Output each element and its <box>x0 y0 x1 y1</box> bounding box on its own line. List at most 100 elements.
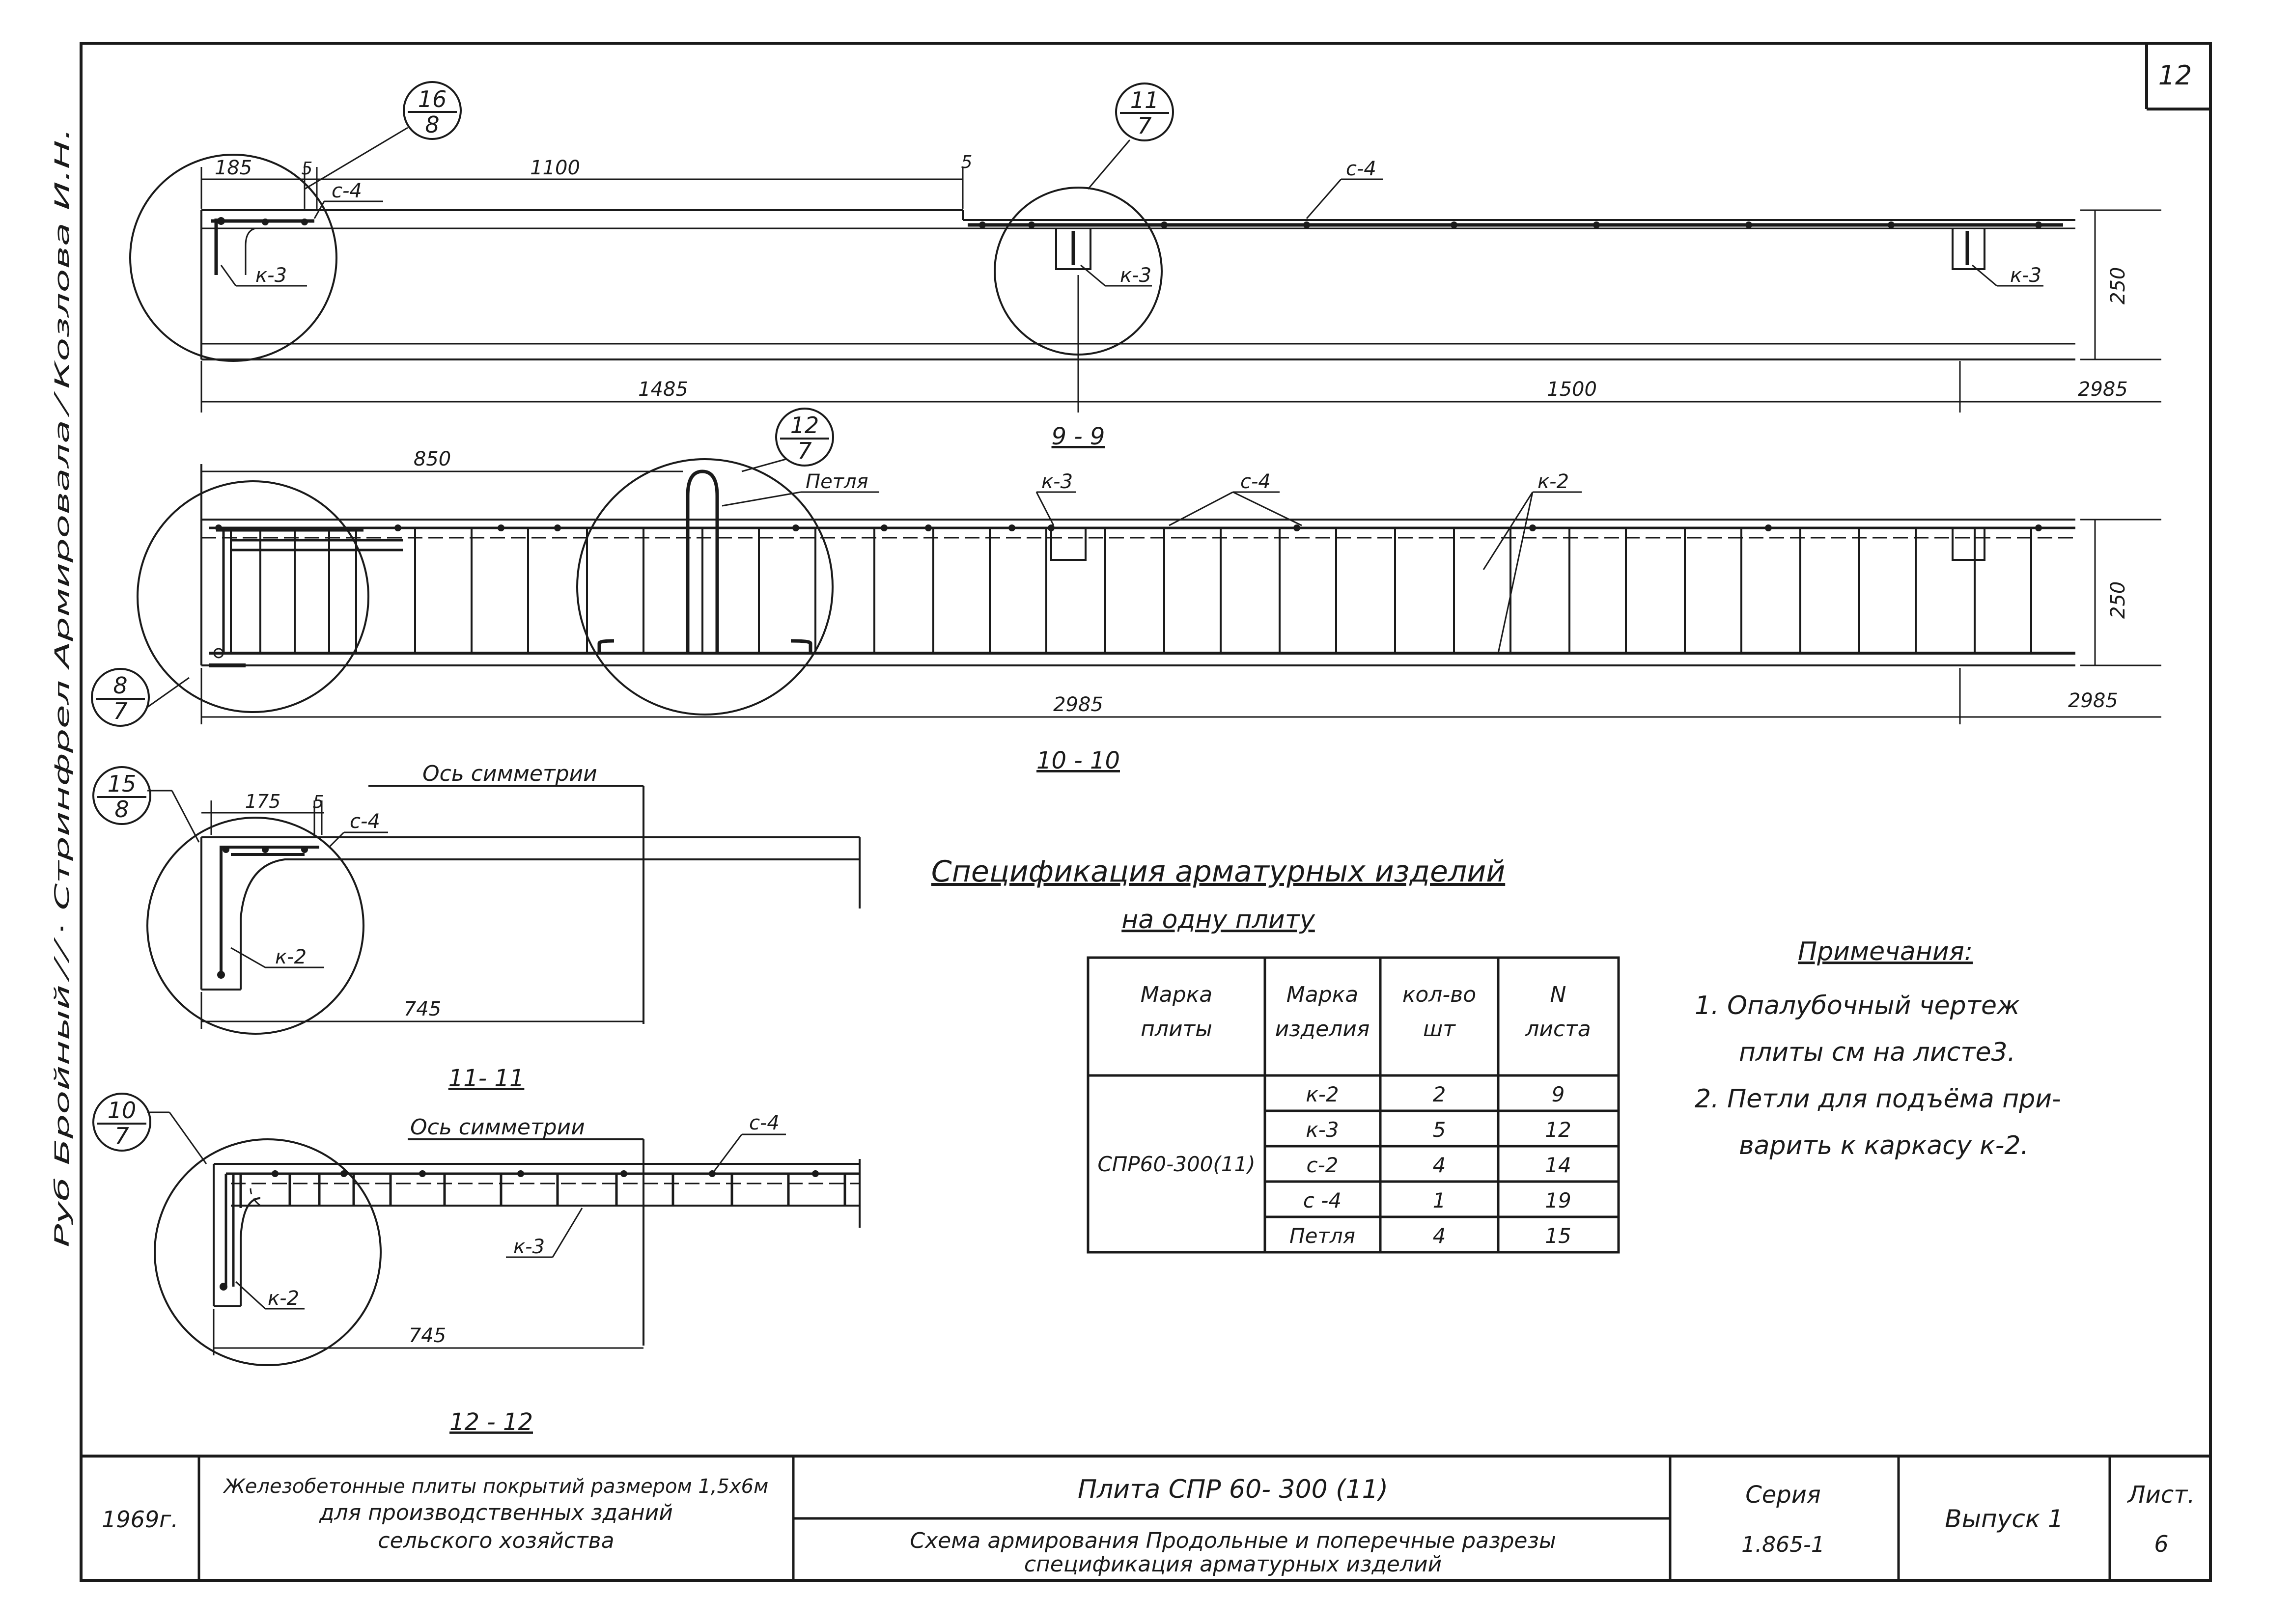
dim-745-b: 745 <box>409 1324 446 1347</box>
spec-head-slab-2: плиты <box>1141 1017 1212 1042</box>
label-k3-right-9-9: к-3 <box>2010 264 2041 287</box>
side-stamp: Руб Бройный ⁄ ⁄ ⋅ Стринфрел Армировала ⁄… <box>51 128 74 1247</box>
spec-item: с -4 <box>1303 1188 1342 1212</box>
leaders-10-10 <box>722 491 1582 654</box>
callout-16-8: 16 8 <box>304 81 462 190</box>
section-label-10-10: 10 - 10 <box>1036 747 1120 774</box>
dim-745-a: 745 <box>404 998 441 1020</box>
dim-850: 850 <box>414 448 451 470</box>
spec-head-item-1: Марка <box>1286 982 1358 1007</box>
dim-250-b: 250 <box>2107 581 2129 619</box>
dim-250-a: 250 <box>2107 267 2129 304</box>
label-c4-left-9-9: с-4 <box>332 180 362 202</box>
specification-block: Спецификация арматурных изделий на одну … <box>931 854 1620 1254</box>
spec-head-slab-1: Марка <box>1141 982 1212 1007</box>
label-c4-12-12: с-4 <box>749 1112 780 1134</box>
dim-1485: 1485 <box>638 378 688 401</box>
axis-label-11-11: Ось симметрии <box>422 761 597 786</box>
section-9-9: 16 8 11 7 185 5 1100 5 1485 <box>129 81 2161 450</box>
spec-sheet: 12 <box>1545 1118 1571 1142</box>
label-petlya: Петля <box>806 470 868 493</box>
spec-head-qty-2: шт <box>1423 1017 1456 1042</box>
spec-table-row: к-3 5 12 <box>1306 1118 1571 1142</box>
spec-subtitle: на одну плиту <box>1121 905 1315 935</box>
callout-11-7-bottom: 7 <box>1137 112 1151 139</box>
tb-issue: Выпуск 1 <box>1945 1505 2063 1533</box>
section-10-10: 12 7 8 7 850 2985 2985 250 <box>91 408 2161 774</box>
leaders-9-9 <box>220 178 2043 287</box>
detail-circle-11-11 <box>146 817 364 1035</box>
dim-2985-c: 2985 <box>2068 689 2118 712</box>
spec-title: Спецификация арматурных изделий <box>931 854 1505 889</box>
label-k3-10-10: к-3 <box>1041 470 1073 493</box>
callout-10-7-bottom: 7 <box>114 1123 129 1149</box>
callout-8-7: 8 7 <box>91 668 190 727</box>
dim-185: 185 <box>215 157 252 179</box>
spec-slab-mark: СПР60-300(11) <box>1097 1152 1255 1176</box>
section-11-11: 15 8 Ось симметрии 175 5 с-4 к-2 745 11-… <box>92 761 861 1092</box>
section-label-9-9: 9 - 9 <box>1052 423 1105 450</box>
label-k3-12-12: к-3 <box>513 1236 545 1258</box>
title-block: 1969г. Железобетонные плиты покрытий раз… <box>102 1456 2195 1580</box>
dim-5-top: 5 <box>302 159 313 179</box>
spec-item: Петля <box>1289 1224 1355 1248</box>
axis-label-12-12: Ось симметрии <box>410 1115 585 1140</box>
tb-scheme-1: Схема армирования Продольные и поперечны… <box>910 1528 1556 1553</box>
spec-qty: 4 <box>1433 1224 1446 1248</box>
spec-sheet: 15 <box>1545 1224 1571 1248</box>
callout-8-7-top: 8 <box>113 672 127 699</box>
dim-2985-b: 2985 <box>1053 693 1103 716</box>
detail-circle-12-12 <box>154 1138 382 1366</box>
rebar-12-12 <box>224 1172 860 1287</box>
stirrups-10-10 <box>230 528 2032 653</box>
tb-desc-2: для производственных зданий <box>319 1500 673 1525</box>
callout-12-7: 12 7 <box>741 408 834 472</box>
spec-head-sheet-2: листа <box>1525 1017 1591 1042</box>
dim-5-step: 5 <box>961 152 973 172</box>
tb-sheet-label: Лист. <box>2127 1481 2195 1509</box>
tb-desc-1: Железобетонные плиты покрытий размером 1… <box>223 1475 769 1498</box>
rebar-11-11 <box>220 846 319 972</box>
tb-desc-3: сельского хозяйства <box>378 1528 614 1553</box>
callout-16-8-bottom: 8 <box>425 111 439 138</box>
notes-block: Примечания: 1. Опалубочный чертеж плиты … <box>1695 937 2061 1160</box>
rebar-dots-9-9 <box>217 217 2042 228</box>
note-line-3: 2. Петли для подъёма при- <box>1695 1084 2061 1114</box>
callout-12-7-top: 12 <box>790 412 819 439</box>
slab-outline-11-11 <box>200 785 861 1024</box>
spec-table-row: с-2 4 14 <box>1307 1153 1571 1177</box>
section-label-11-11: 11- 11 <box>448 1065 525 1092</box>
callout-15-8: 15 8 <box>92 766 200 843</box>
tb-scheme-2: спецификация арматурных изделий <box>1024 1552 1442 1577</box>
label-k2-11-11: к-2 <box>275 946 307 968</box>
label-c4-10-10: с-4 <box>1240 470 1271 493</box>
page-number: 12 <box>2158 60 2192 91</box>
tb-year: 1969г. <box>102 1506 178 1533</box>
lifting-loop <box>597 469 812 653</box>
spec-qty: 4 <box>1433 1153 1446 1177</box>
tb-plate: Плита СПР 60- 300 (11) <box>1078 1475 1388 1504</box>
spec-item: к-3 <box>1306 1118 1339 1142</box>
spec-table <box>1087 956 1620 1254</box>
section-12-12: 10 7 Ось симметрии с-4 к-3 к-2 745 12 - … <box>92 1093 861 1436</box>
callout-11-7-top: 11 <box>1130 87 1159 113</box>
section-label-12-12: 12 - 12 <box>449 1408 533 1436</box>
spec-item: к-2 <box>1306 1082 1339 1106</box>
spec-qty: 5 <box>1433 1118 1446 1142</box>
dimension-lines-12-12 <box>213 1133 786 1355</box>
label-k3-mid-9-9: к-3 <box>1120 264 1151 287</box>
dim-2985-a: 2985 <box>2078 378 2128 401</box>
callout-8-7-bottom: 7 <box>113 698 127 724</box>
spec-table-row: с -4 1 19 <box>1303 1188 1571 1212</box>
callout-15-8-top: 15 <box>108 771 137 797</box>
spec-head-qty-1: кол-во <box>1402 982 1476 1007</box>
slab-outline-9-9 <box>200 209 2075 360</box>
dim-1100: 1100 <box>530 157 580 179</box>
notes-title: Примечания: <box>1798 937 1973 966</box>
dim-175: 175 <box>245 791 281 812</box>
callout-10-7: 10 7 <box>92 1093 207 1164</box>
callout-10-7-top: 10 <box>108 1097 137 1124</box>
rebar-dots-12-12 <box>220 1170 819 1291</box>
rebar-dots-10-10 <box>213 524 2042 659</box>
dimension-lines-9-9 <box>200 167 2161 413</box>
